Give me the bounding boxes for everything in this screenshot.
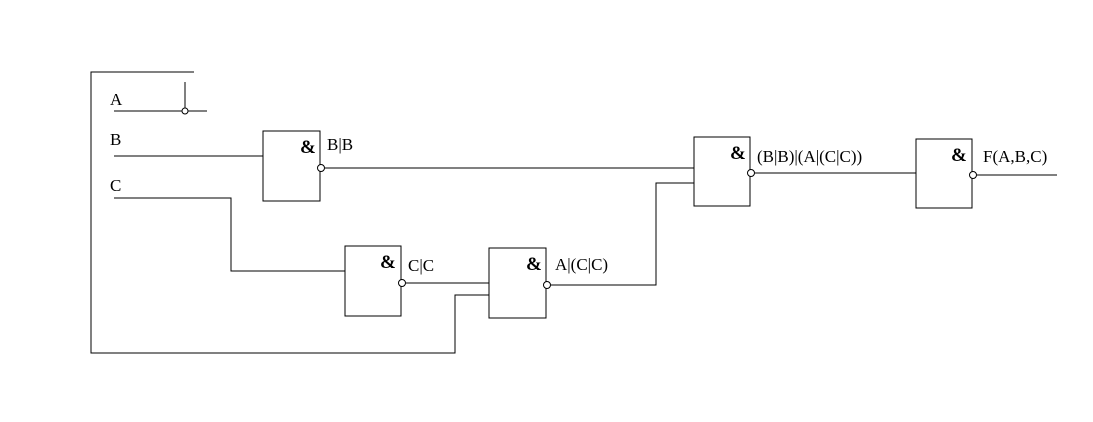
gate-1-output-bubble (317, 164, 325, 172)
gate-nand-3: & A|(C|C) (488, 247, 608, 319)
gate-3-symbol: & (526, 254, 542, 275)
gate-2-output-label: C|C (408, 256, 434, 275)
input-label-c: C (110, 176, 121, 195)
wire-junction-a (181, 107, 189, 115)
wire-c (114, 197, 345, 272)
wire-a (90, 71, 489, 354)
input-label-b: B (110, 130, 121, 149)
gate-3-body (488, 247, 547, 319)
wire-g3-to-g4 (551, 182, 694, 286)
gate-5-output-bubble (969, 171, 977, 179)
gate-3-output-label: A|(C|C) (555, 255, 608, 274)
gate-4-body (693, 136, 751, 207)
gate-4-output-label: (B|B)|(A|(C|C)) (757, 147, 862, 166)
gate-nand-1: & B|B (262, 130, 353, 202)
gate-nand-2: & C|C (344, 245, 434, 317)
gate-3-output-bubble (543, 281, 551, 289)
gate-2-body (344, 245, 402, 317)
gate-2-output-bubble (398, 279, 406, 287)
gate-5-symbol: & (951, 145, 967, 166)
gate-5-output-label: F(A,B,C) (983, 147, 1047, 166)
gate-1-output-label: B|B (327, 135, 353, 154)
gate-nand-4: & (B|B)|(A|(C|C)) (693, 136, 862, 207)
input-label-a: A (110, 90, 123, 109)
gate-nand-5: & F(A,B,C) (915, 138, 1047, 209)
gate-4-symbol: & (730, 143, 746, 164)
gate-1-symbol: & (300, 137, 316, 158)
gate-4-output-bubble (747, 169, 755, 177)
gate-5-body (915, 138, 973, 209)
gate-2-symbol: & (380, 252, 396, 273)
